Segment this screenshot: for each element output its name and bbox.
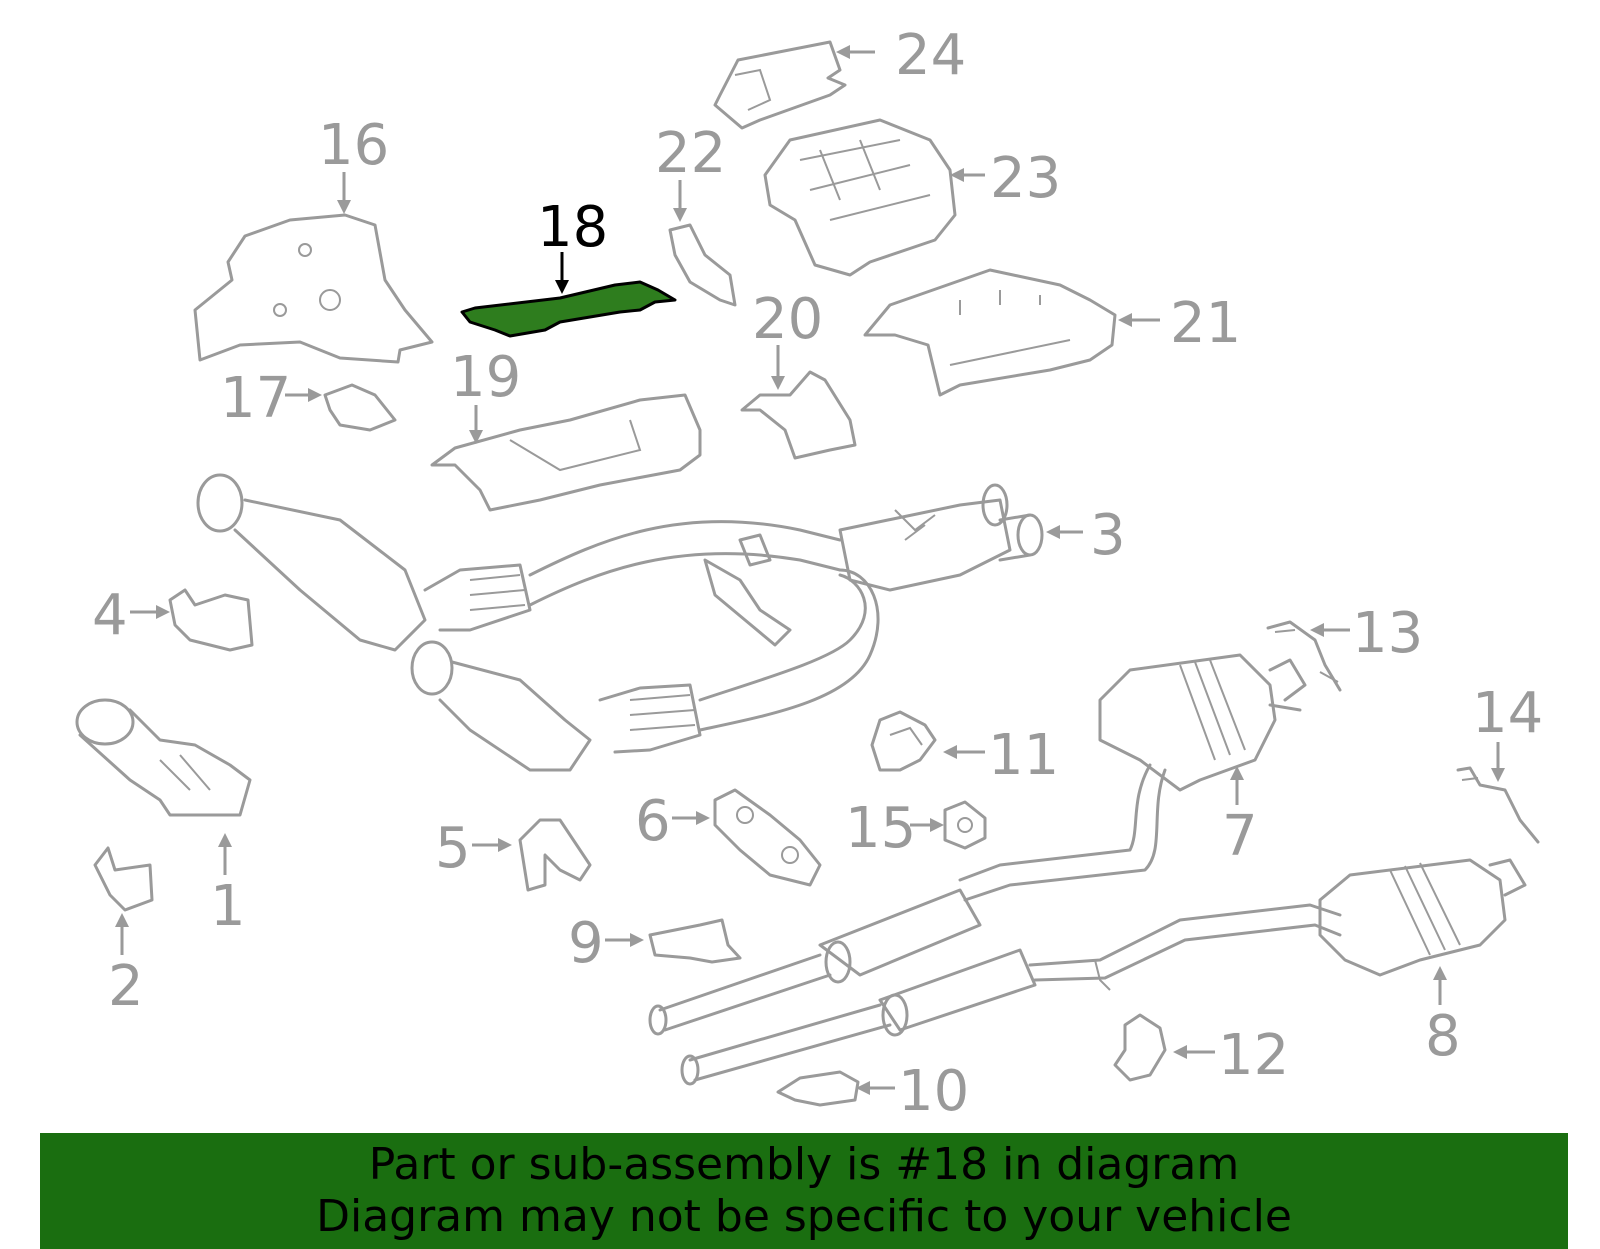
part-22-bracket[interactable] bbox=[668, 223, 737, 307]
callout-15: 15 bbox=[845, 796, 944, 861]
callout-16-number: 16 bbox=[318, 113, 389, 178]
callout-15-number: 15 bbox=[845, 796, 916, 861]
callout-7-number: 7 bbox=[1222, 804, 1258, 869]
callout-6: 6 bbox=[635, 789, 710, 854]
part-14-strap[interactable] bbox=[1456, 766, 1540, 844]
intermediate-pipes[interactable] bbox=[648, 888, 1342, 1086]
part-5-bracket[interactable] bbox=[518, 818, 592, 892]
part-7-left-muffler[interactable] bbox=[958, 653, 1307, 902]
callout-10-number: 10 bbox=[898, 1059, 969, 1124]
callout-11: 11 bbox=[943, 723, 1059, 788]
callout-1: 1 bbox=[210, 833, 246, 939]
callout-17-number: 17 bbox=[220, 366, 291, 431]
callout-23: 23 bbox=[950, 146, 1061, 211]
callout-18: 18 bbox=[537, 195, 608, 294]
callout-14: 14 bbox=[1472, 681, 1543, 782]
callout-11-number: 11 bbox=[988, 723, 1059, 788]
callout-4: 4 bbox=[92, 583, 170, 648]
callout-20: 20 bbox=[752, 287, 823, 390]
part-16-heat-shield[interactable] bbox=[193, 213, 434, 364]
callout-23-number: 23 bbox=[990, 146, 1061, 211]
exhaust-parts-diagram: 24 23 22 21 20 bbox=[75, 23, 1543, 1124]
callout-5: 5 bbox=[435, 816, 512, 881]
part-8-right-muffler[interactable] bbox=[1318, 858, 1527, 977]
callout-3: 3 bbox=[1046, 503, 1126, 568]
callout-24: 24 bbox=[836, 23, 966, 88]
part-9-bracket[interactable] bbox=[648, 918, 742, 964]
callout-12-number: 12 bbox=[1218, 1023, 1289, 1088]
part-4-bracket[interactable] bbox=[168, 588, 254, 652]
callout-9-number: 9 bbox=[568, 911, 604, 976]
callout-13: 13 bbox=[1310, 601, 1423, 666]
part-24-heat-shield[interactable] bbox=[713, 40, 847, 130]
part-12-hanger[interactable] bbox=[1113, 1013, 1167, 1082]
callout-13-number: 13 bbox=[1352, 601, 1423, 666]
part-18-bracket-highlighted[interactable] bbox=[460, 280, 677, 338]
info-banner: Part or sub-assembly is #18 in diagram D… bbox=[40, 1133, 1568, 1249]
part-6-mount[interactable] bbox=[713, 788, 822, 887]
callout-18-number: 18 bbox=[537, 195, 608, 260]
callout-20-number: 20 bbox=[752, 287, 823, 352]
callout-2-number: 2 bbox=[108, 954, 144, 1019]
callout-12: 12 bbox=[1173, 1023, 1289, 1088]
callout-9: 9 bbox=[568, 911, 644, 976]
part-19-heat-shield[interactable] bbox=[430, 393, 702, 512]
callout-6-number: 6 bbox=[635, 789, 671, 854]
part-15-isolator[interactable] bbox=[943, 800, 987, 850]
part-23-heat-shield[interactable] bbox=[763, 118, 957, 277]
callout-22-number: 22 bbox=[655, 121, 726, 186]
callout-7: 7 bbox=[1222, 766, 1258, 869]
callout-22: 22 bbox=[655, 121, 726, 222]
part-11-hanger[interactable] bbox=[870, 710, 937, 772]
part-17-shield[interactable] bbox=[323, 383, 397, 432]
part-21-heat-shield[interactable] bbox=[863, 268, 1117, 397]
callout-16: 16 bbox=[318, 113, 389, 214]
callout-17: 17 bbox=[220, 366, 322, 431]
callout-8-number: 8 bbox=[1425, 1004, 1461, 1069]
callout-21: 21 bbox=[1118, 291, 1241, 356]
part-20-shield[interactable] bbox=[740, 370, 857, 460]
callout-4-number: 4 bbox=[92, 583, 128, 648]
callout-19: 19 bbox=[450, 345, 521, 444]
part-1-catalytic-converter[interactable] bbox=[75, 698, 252, 817]
part-13-strap[interactable] bbox=[1266, 620, 1342, 692]
banner-line-disclaimer: Diagram may not be specific to your vehi… bbox=[316, 1191, 1292, 1242]
callout-1-number: 1 bbox=[210, 874, 246, 939]
callout-19-number: 19 bbox=[450, 345, 521, 410]
callout-8: 8 bbox=[1425, 966, 1461, 1069]
callout-10: 10 bbox=[856, 1059, 969, 1124]
callout-21-number: 21 bbox=[1170, 291, 1241, 356]
banner-line-part-number: Part or sub-assembly is #18 in diagram bbox=[368, 1139, 1240, 1190]
part-2-bracket[interactable] bbox=[93, 846, 154, 912]
part-10-bracket[interactable] bbox=[776, 1070, 860, 1107]
part-3-front-pipe-assembly[interactable] bbox=[196, 473, 1044, 772]
callout-14-number: 14 bbox=[1472, 681, 1543, 746]
callout-5-number: 5 bbox=[435, 816, 471, 881]
callout-2: 2 bbox=[108, 913, 144, 1019]
callout-3-number: 3 bbox=[1090, 503, 1126, 568]
callout-24-number: 24 bbox=[895, 23, 966, 88]
